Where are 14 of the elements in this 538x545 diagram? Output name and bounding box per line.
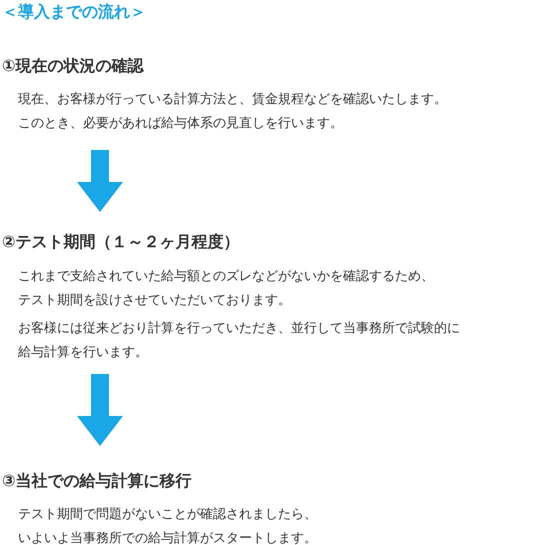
body-text: テスト期間を設けさせていただいております。 bbox=[18, 292, 291, 309]
title-text: ＜導入までの流れ＞ bbox=[2, 2, 146, 23]
body-text: このとき、必要があれば給与体系の見直しを行います。 bbox=[18, 115, 343, 132]
body-text: 現在、お客様が行っている計算方法と、賃金規程などを確認いたします。 bbox=[18, 91, 447, 108]
step-heading: ①現在の状況の確認 bbox=[2, 56, 144, 77]
arrow bbox=[77, 150, 123, 212]
body-text: 給与計算を行います。 bbox=[18, 344, 148, 361]
body-text: これまで支給されていた給与額とのズレなどがないかを確認するため、 bbox=[18, 268, 434, 285]
body-text: テスト期間で問題がないことが確認されましたら、 bbox=[18, 506, 317, 523]
body-text: お客様には従来どおり計算を行っていただき、並行して当事務所で試験的に bbox=[18, 320, 460, 337]
step-heading: ②テスト期間（１～２ヶ月程度） bbox=[2, 232, 240, 253]
body-text: いよいよ当事務所での給与計算がスタートします。 bbox=[18, 530, 317, 545]
step-heading: ③当社での給与計算に移行 bbox=[2, 471, 192, 492]
arrow bbox=[77, 374, 123, 446]
